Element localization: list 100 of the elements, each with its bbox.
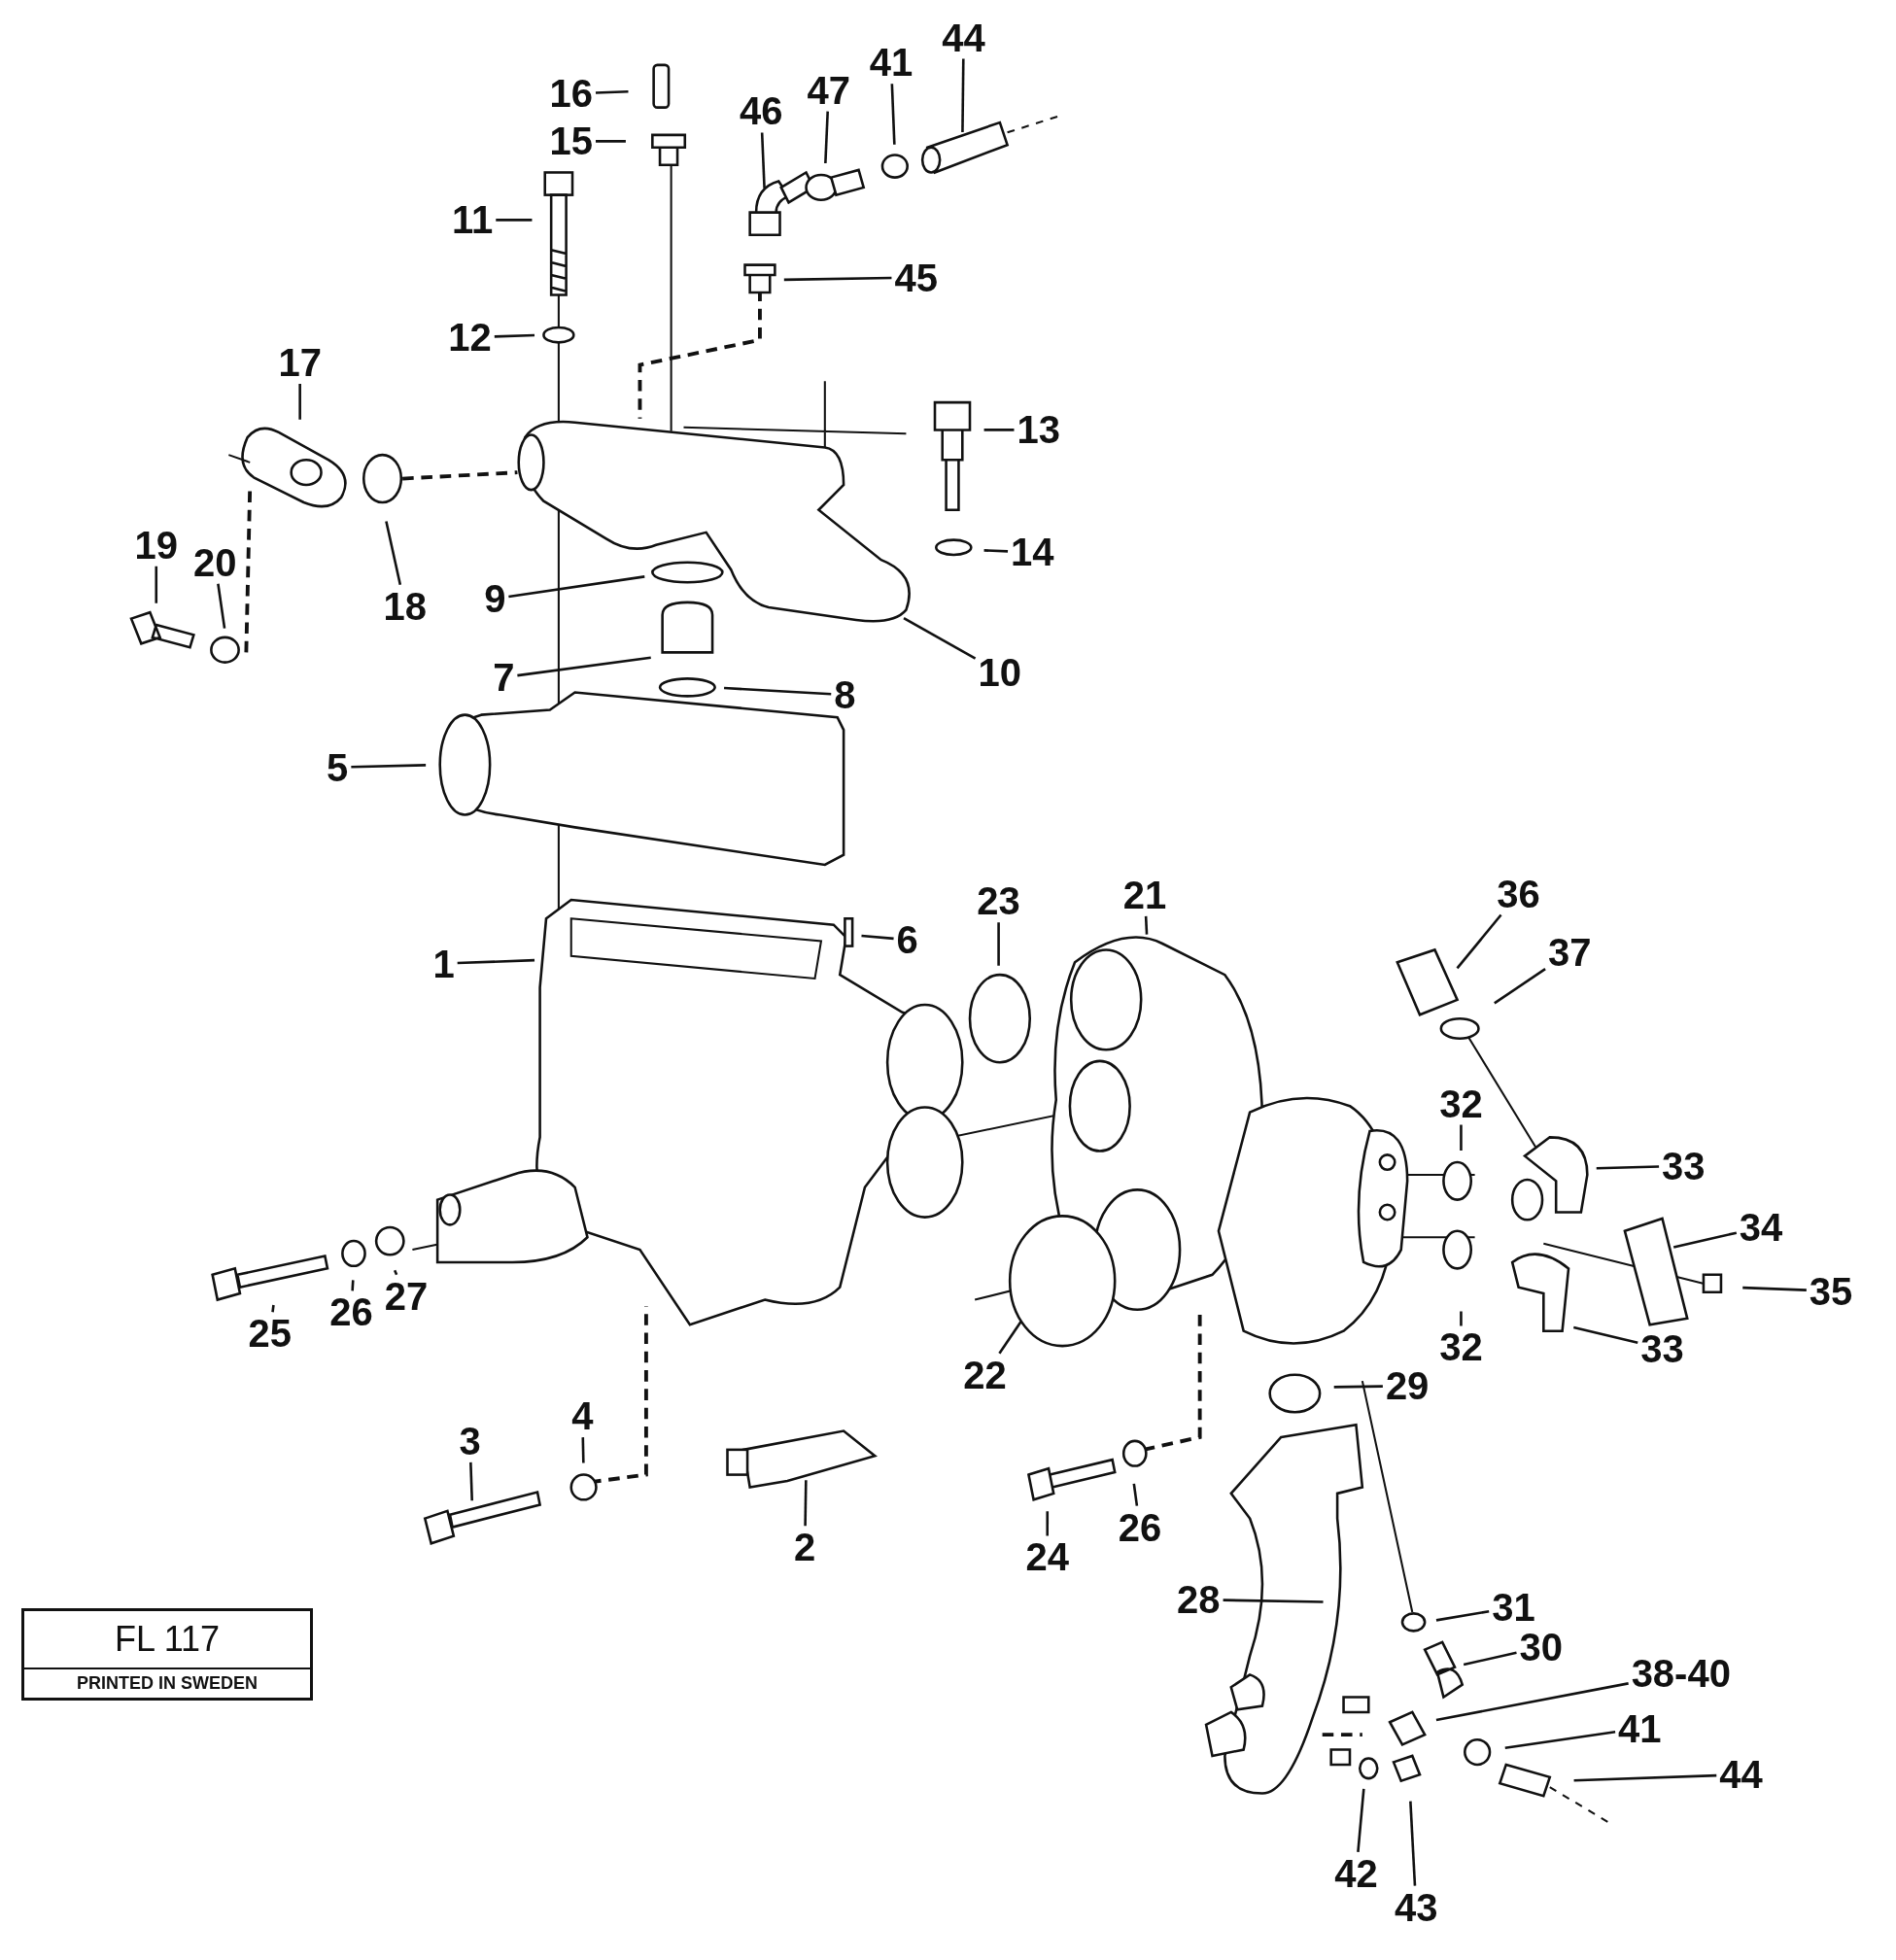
leader-line — [1435, 1682, 1629, 1722]
callout-number: 29 — [1382, 1364, 1432, 1408]
callout-number: 34 — [1736, 1205, 1786, 1249]
leader-line — [581, 1437, 585, 1463]
callout-number: 33 — [1659, 1144, 1708, 1187]
callout-number: 31 — [1489, 1585, 1538, 1629]
leader-line — [457, 958, 535, 965]
leader-line — [1357, 1788, 1365, 1852]
callout-number: 28 — [1174, 1578, 1224, 1622]
leader-line — [1409, 1801, 1417, 1886]
leader-line — [217, 583, 226, 629]
callout-number: 30 — [1516, 1626, 1566, 1669]
callout-number: 44 — [1716, 1753, 1766, 1797]
callout-number: 41 — [866, 41, 916, 85]
callout-number: 41 — [1615, 1706, 1665, 1750]
title-block-text: PRINTED IN SWEDEN — [77, 1673, 258, 1694]
callout-number: 5 — [324, 745, 352, 789]
leader-line — [1463, 1651, 1517, 1667]
callout-number: 18 — [380, 584, 430, 628]
leader-line — [1435, 1609, 1490, 1622]
leader-line — [1223, 1599, 1324, 1603]
leader-line — [1046, 1511, 1050, 1536]
leader-line — [983, 549, 1009, 553]
callout-number: 26 — [1115, 1505, 1165, 1549]
callout-number: 45 — [891, 256, 941, 299]
leader-line — [804, 1480, 808, 1527]
leader-line — [1672, 1231, 1738, 1249]
leader-line — [903, 616, 977, 660]
leader-line — [1494, 968, 1546, 1005]
leader-line — [1596, 1165, 1660, 1170]
leader-line — [997, 922, 1000, 966]
callout-number: 9 — [481, 577, 509, 621]
leader-line — [494, 333, 535, 338]
callout-number: 25 — [245, 1312, 295, 1356]
callout-number: 26 — [327, 1290, 376, 1334]
leader-line — [496, 219, 533, 222]
callout-number: 21 — [1120, 873, 1170, 916]
callout-number: 20 — [190, 540, 240, 584]
callout-number: 22 — [960, 1353, 1010, 1396]
leader-line — [517, 656, 651, 677]
callout-number: 32 — [1436, 1082, 1486, 1125]
callout-number: 6 — [893, 918, 921, 962]
callout-number: 38-40 — [1628, 1652, 1734, 1696]
callout-number: 4 — [569, 1394, 597, 1438]
leader-line — [998, 1321, 1022, 1355]
leader-line — [1456, 913, 1502, 970]
callout-number: 2 — [791, 1526, 819, 1569]
leader-line — [760, 132, 766, 189]
callout-number: 47 — [804, 68, 853, 112]
leader-line — [508, 575, 645, 599]
callout-number: 8 — [831, 673, 859, 717]
leader-line — [961, 58, 965, 132]
callout-number: 37 — [1545, 931, 1595, 974]
leader-line — [155, 566, 158, 603]
leader-line — [1573, 1325, 1638, 1344]
leader-line — [469, 1461, 473, 1501]
leader-line — [1460, 1124, 1463, 1152]
callout-number: 24 — [1022, 1535, 1072, 1579]
leader-line — [1504, 1731, 1616, 1750]
callout-number: 35 — [1806, 1269, 1856, 1313]
leader-line — [861, 934, 894, 941]
leader-line — [394, 1269, 398, 1276]
leader-line — [298, 383, 301, 420]
leader-line — [596, 140, 626, 143]
callout-number: 23 — [974, 879, 1023, 923]
leader-line — [1573, 1773, 1717, 1782]
callout-number: 44 — [939, 16, 988, 59]
leader-line — [595, 90, 629, 94]
leader-line — [1132, 1483, 1139, 1506]
leader-line — [723, 686, 832, 696]
callout-number: 3 — [456, 1419, 484, 1462]
callout-number: 33 — [1637, 1326, 1687, 1370]
callout-number: 7 — [490, 656, 518, 700]
callout-number: 43 — [1391, 1885, 1441, 1929]
leader-line — [271, 1304, 275, 1313]
leader-line — [1333, 1385, 1383, 1389]
callout-number: 14 — [1008, 531, 1057, 574]
callout-number: 42 — [1331, 1851, 1381, 1895]
leader-line — [824, 111, 829, 164]
leader-line — [1742, 1286, 1807, 1291]
title-block-text: FL 117 — [114, 1619, 221, 1660]
leader-line — [1144, 915, 1149, 935]
leader-line — [1460, 1311, 1463, 1326]
callout-number: 13 — [1014, 408, 1063, 452]
callout-number: 16 — [546, 72, 596, 116]
leader-line — [983, 429, 1015, 431]
callout-number: 32 — [1436, 1325, 1486, 1369]
callout-number: 11 — [449, 198, 497, 242]
leader-line — [385, 521, 402, 586]
leader-line — [351, 764, 427, 769]
callout-number: 46 — [736, 89, 786, 133]
callout-number: 36 — [1494, 872, 1543, 915]
leader-line — [890, 84, 896, 145]
callout-number: 1 — [430, 942, 458, 985]
callout-number: 17 — [275, 340, 325, 384]
callout-number: 27 — [381, 1274, 431, 1318]
callout-number: 15 — [546, 120, 596, 163]
callout-number: 12 — [445, 316, 495, 360]
callout-number: 10 — [975, 650, 1025, 694]
leader-line — [351, 1280, 355, 1291]
